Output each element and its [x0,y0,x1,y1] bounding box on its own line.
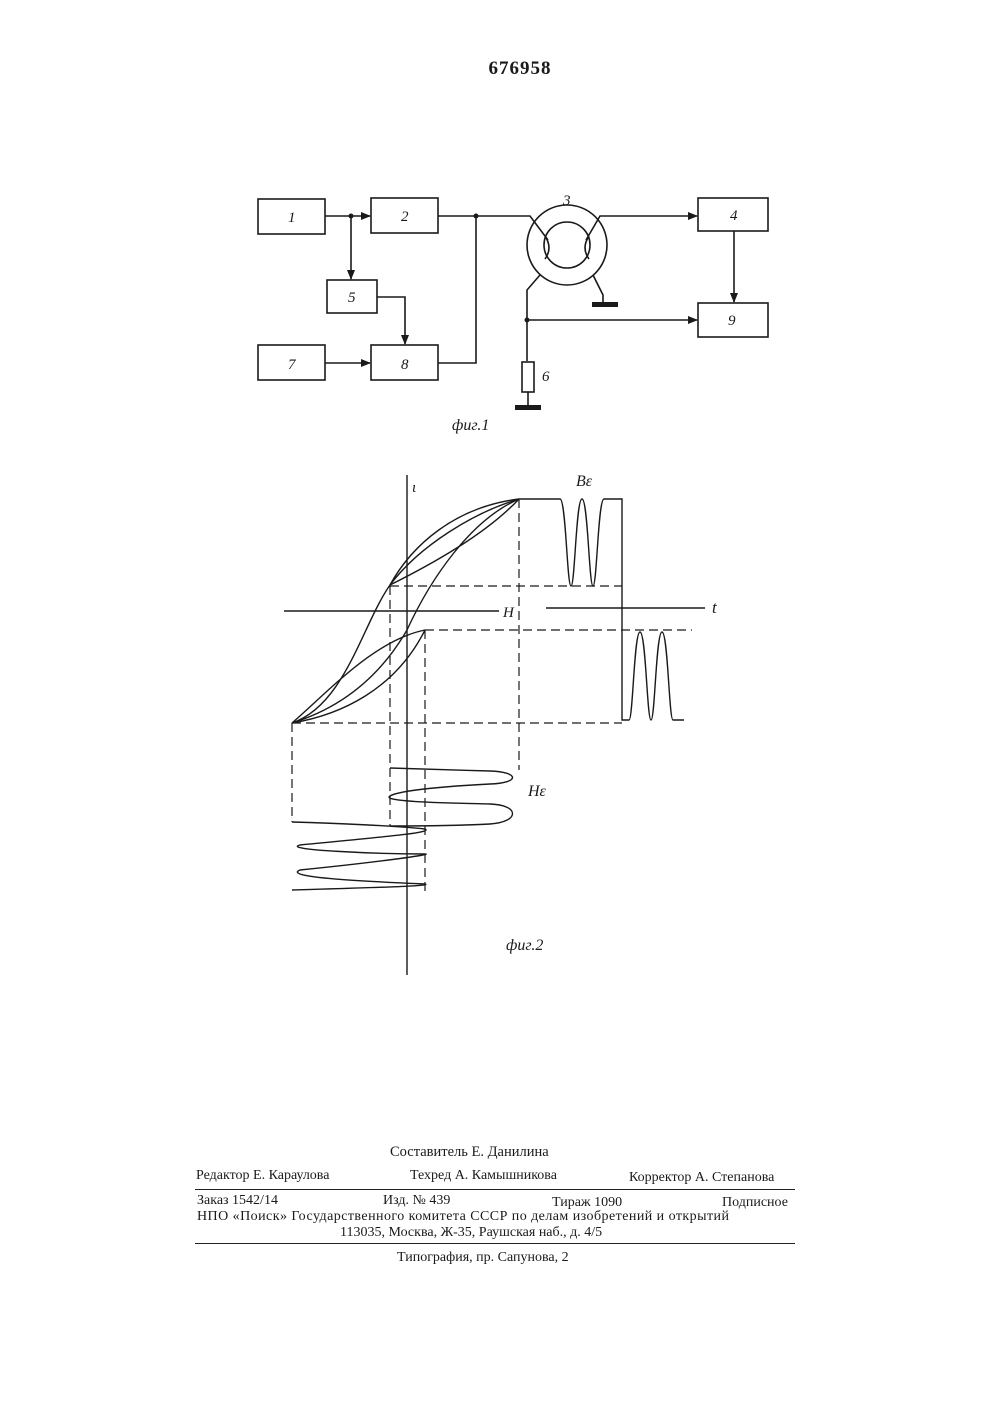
b-sigma-label: Bε [576,473,593,490]
subscription-note: Подписное [722,1195,788,1211]
footer-rule-bottom [195,1243,795,1244]
h-axis-label: H [502,605,515,621]
h-sigma-waveform-lower [292,822,426,890]
corrector-line: Корректор А. Степанова [629,1170,774,1186]
b-axis-label: ι [412,480,416,496]
figure-2-caption: фиг.2 [506,937,543,954]
t-axis-label: t [712,598,718,617]
b-sigma-waveform [519,499,684,720]
editor-line: Редактор Е. Караулова [196,1168,329,1184]
h-sigma-label: Hε [527,783,547,800]
order-number: Заказ 1542/14 [197,1193,278,1209]
publication-number: Изд. № 439 [383,1193,450,1209]
figure-2-hysteresis-diagram: ι H t Bε Hε фиг.2 [0,0,1000,1000]
printing-house: Типография, пр. Сапунова, 2 [397,1250,569,1266]
organization-line: НПО «Поиск» Государственного комитета СС… [197,1209,729,1225]
address-line: 113035, Москва, Ж-35, Раушская наб., д. … [340,1225,602,1241]
techred-line: Техред А. Камышникова [410,1168,557,1184]
compiler-line: Составитель Е. Данилина [390,1144,549,1161]
footer-rule-top [195,1189,795,1190]
